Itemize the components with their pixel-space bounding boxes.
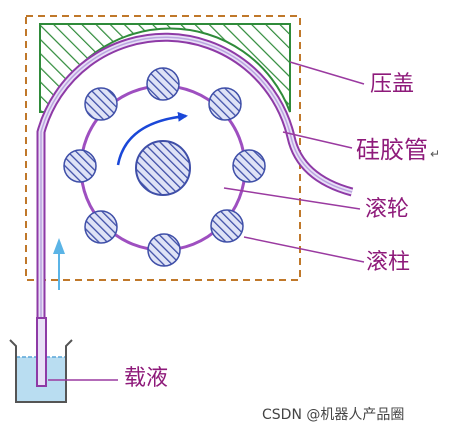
roller-pin bbox=[232, 149, 266, 183]
roller-pin bbox=[208, 87, 242, 121]
roller-pin bbox=[146, 67, 180, 101]
leader-silicone-tube bbox=[282, 131, 353, 149]
label-silicone-tube-text: 硅胶管 bbox=[356, 136, 428, 164]
label-pressure-cover: 压盖 bbox=[370, 72, 415, 97]
roller-group bbox=[63, 67, 266, 267]
roller-pin bbox=[210, 209, 244, 243]
leader-roller-wheel bbox=[223, 187, 361, 210]
flow-up-arrow-icon bbox=[53, 238, 65, 290]
wheel-hub bbox=[135, 140, 191, 196]
roller-pin bbox=[147, 233, 181, 267]
pump-housing-frame bbox=[25, 15, 301, 281]
label-roller-pin: 滚柱 bbox=[366, 250, 411, 275]
return-mark-icon: ↵ bbox=[430, 147, 441, 161]
leader-pressure-cover bbox=[289, 61, 365, 85]
label-silicone-tube: 硅胶管↵ bbox=[356, 138, 440, 162]
beaker bbox=[9, 317, 73, 403]
roller-pin bbox=[84, 87, 118, 121]
rotation-arrow-icon bbox=[116, 111, 188, 166]
watermark: CSDN @机器人产品圈 bbox=[262, 407, 405, 423]
label-carrier-liquid: 载液 bbox=[124, 366, 169, 391]
leader-lines bbox=[48, 61, 365, 381]
label-roller-wheel: 滚轮 bbox=[365, 197, 410, 222]
leader-roller-pin bbox=[243, 236, 365, 263]
roller-pin bbox=[63, 149, 97, 183]
silicone-tube bbox=[36, 32, 354, 385]
roller-pin bbox=[84, 210, 118, 244]
